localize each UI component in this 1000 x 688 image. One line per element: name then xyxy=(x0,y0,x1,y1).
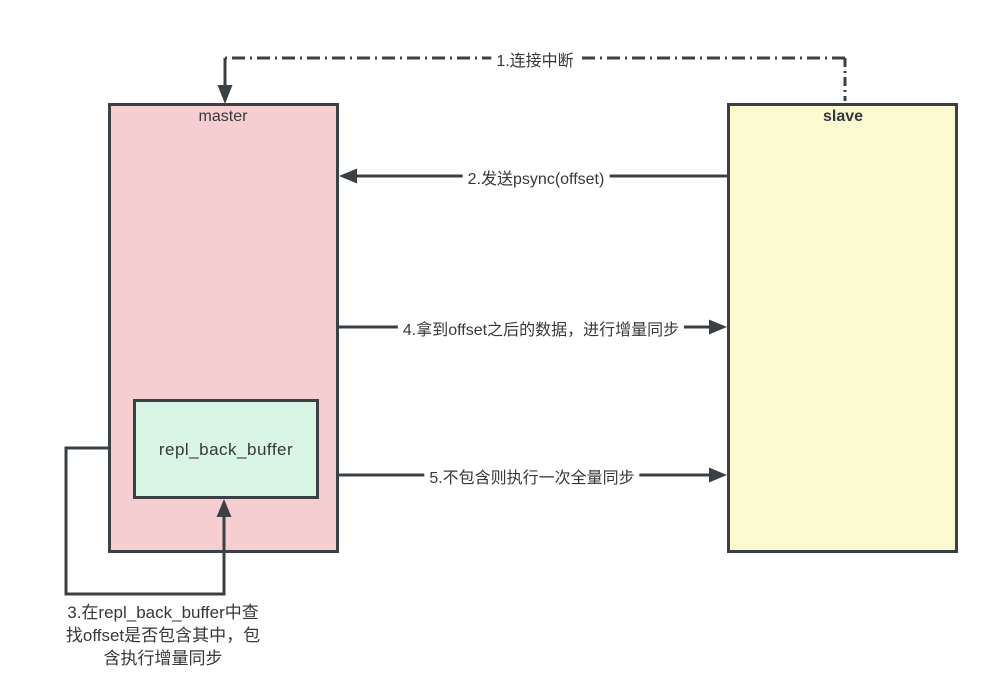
node-slave xyxy=(727,103,958,553)
edge-step2-arrowhead xyxy=(339,168,357,184)
node-repl-back-buffer xyxy=(133,399,319,499)
edge-step3-note-line2: 找offset是否包含其中，包 xyxy=(65,626,261,645)
edge-step5-arrowhead xyxy=(709,467,727,483)
edge-step4-label: 4.拿到offset之后的数据，进行增量同步 xyxy=(397,316,685,340)
node-repl-back-buffer-label: repl_back_buffer xyxy=(158,440,294,459)
node-master-label: master xyxy=(198,108,248,125)
edge-step5-label: 5.不包含则执行一次全量同步 xyxy=(424,464,640,488)
edge-step1-label: 1.连接中断 xyxy=(491,47,579,71)
edge-step3-note-line1: 3.在repl_back_buffer中查 xyxy=(67,603,259,622)
node-slave-label: slave xyxy=(822,108,864,125)
edge-step4-arrowhead xyxy=(709,319,727,335)
edge-step3-note-line3: 含执行增量同步 xyxy=(103,649,223,668)
edge-step2-label: 2.发送psync(offset) xyxy=(462,165,610,189)
edge-step3-note: 3.在repl_back_buffer中查 找offset是否包含其中，包 含执… xyxy=(18,601,308,670)
edge-step3-loop xyxy=(64,446,226,596)
edge-step1-arrowhead xyxy=(217,85,233,104)
edge-step3-arrowhead xyxy=(216,499,232,517)
